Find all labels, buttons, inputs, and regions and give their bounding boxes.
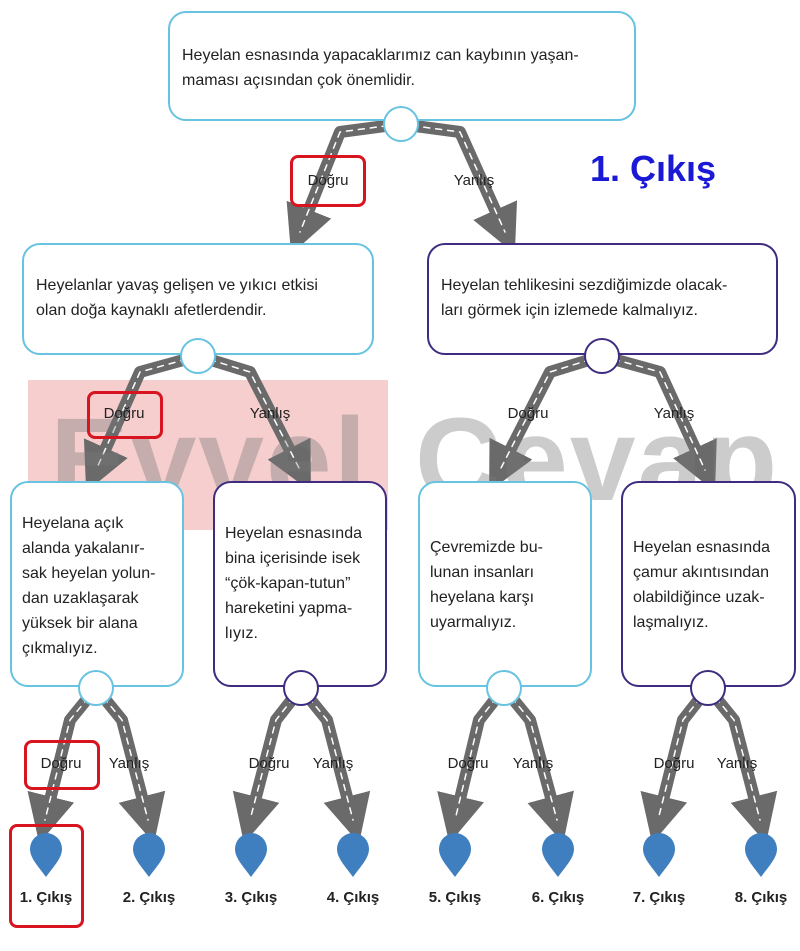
label-rr-yanlis: Yanlış xyxy=(716,755,758,772)
label-l-yanlis: Yanlış xyxy=(249,405,291,422)
exit-label-8: 8. Çıkış xyxy=(734,889,788,906)
statement-rr-text: Heyelan esnasında çamur akıntısından ola… xyxy=(633,539,770,631)
exit-label-7: 7. Çıkış xyxy=(632,889,686,906)
location-pin-icon xyxy=(542,833,574,877)
arrow-lr-dogru xyxy=(232,682,307,844)
label-root-yanlis: Yanlış xyxy=(453,172,495,189)
statement-root: Heyelan esnasında yapacaklarımız can kay… xyxy=(168,11,636,121)
location-pin-icon xyxy=(439,833,471,877)
location-pin-icon xyxy=(745,833,777,877)
arrow-ll-yanlis xyxy=(90,682,166,844)
label-ll-yanlis: Yanlış xyxy=(108,755,150,772)
label-rl-dogru: Doğru xyxy=(447,755,489,772)
exit-label-4: 4. Çıkış xyxy=(326,889,380,906)
highlight-exit-1 xyxy=(9,824,84,928)
statement-r-text: Heyelan tehlikesini sezdiğimizde olacak-… xyxy=(441,277,728,319)
statement-lr: Heyelan esnasında bina içerisinde isek “… xyxy=(213,481,387,687)
node-root xyxy=(383,106,419,142)
location-pin-icon xyxy=(643,833,675,877)
arrow-lr-yanlis xyxy=(295,682,371,844)
statement-rr: Heyelan esnasında çamur akıntısından ola… xyxy=(621,481,796,687)
statement-ll: Heyelana açık alanda yakalanır- sak heye… xyxy=(10,481,184,687)
label-l-dogru: Doğru xyxy=(103,405,145,422)
label-rr-dogru: Doğru xyxy=(653,755,695,772)
location-pin-icon xyxy=(30,833,62,877)
statement-r: Heyelan tehlikesini sezdiğimizde olacak-… xyxy=(427,243,778,355)
arrow-rr-yanlis xyxy=(702,682,778,844)
location-pin-icon xyxy=(235,833,267,877)
node-l xyxy=(180,338,216,374)
answer-label: 1. Çıkış xyxy=(590,148,717,189)
exit-label-2: 2. Çıkış xyxy=(122,889,176,906)
location-pin-icon xyxy=(337,833,369,877)
label-ll-dogru: Doğru xyxy=(40,755,82,772)
statement-rl-text: Çevremizde bu- lunan insanları heyelana … xyxy=(430,539,543,631)
label-r-dogru: Doğru xyxy=(507,405,549,422)
exit-label-1: 1. Çıkış xyxy=(19,889,73,906)
arrow-rl-yanlis xyxy=(498,682,574,844)
highlight-ll-dogru xyxy=(24,740,100,790)
statement-root-text: Heyelan esnasında yapacaklarımız can kay… xyxy=(182,47,579,89)
node-ll xyxy=(78,670,114,706)
arrow-rr-dogru xyxy=(640,682,714,844)
highlight-root-dogru xyxy=(290,155,366,207)
node-r xyxy=(584,338,620,374)
exit-label-3: 3. Çıkış xyxy=(224,889,278,906)
label-r-yanlis: Yanlış xyxy=(653,405,695,422)
statement-rl: Çevremizde bu- lunan insanları heyelana … xyxy=(418,481,592,687)
node-rr xyxy=(690,670,726,706)
label-rl-yanlis: Yanlış xyxy=(512,755,554,772)
label-lr-yanlis: Yanlış xyxy=(312,755,354,772)
highlight-l-dogru xyxy=(87,391,163,439)
label-root-dogru: Doğru xyxy=(307,172,349,189)
exit-label-6: 6. Çıkış xyxy=(531,889,585,906)
node-lr xyxy=(283,670,319,706)
arrow-rl-dogru xyxy=(437,682,510,844)
statement-lr-text: Heyelan esnasında bina içerisinde isek “… xyxy=(225,525,362,642)
statement-l-text: Heyelanlar yavaş gelişen ve yıkıcı etkis… xyxy=(36,277,318,319)
location-pin-icon xyxy=(133,833,165,877)
statement-ll-text: Heyelana açık alanda yakalanır- sak heye… xyxy=(22,515,156,657)
label-lr-dogru: Doğru xyxy=(248,755,290,772)
node-rl xyxy=(486,670,522,706)
exit-label-5: 5. Çıkış xyxy=(428,889,482,906)
